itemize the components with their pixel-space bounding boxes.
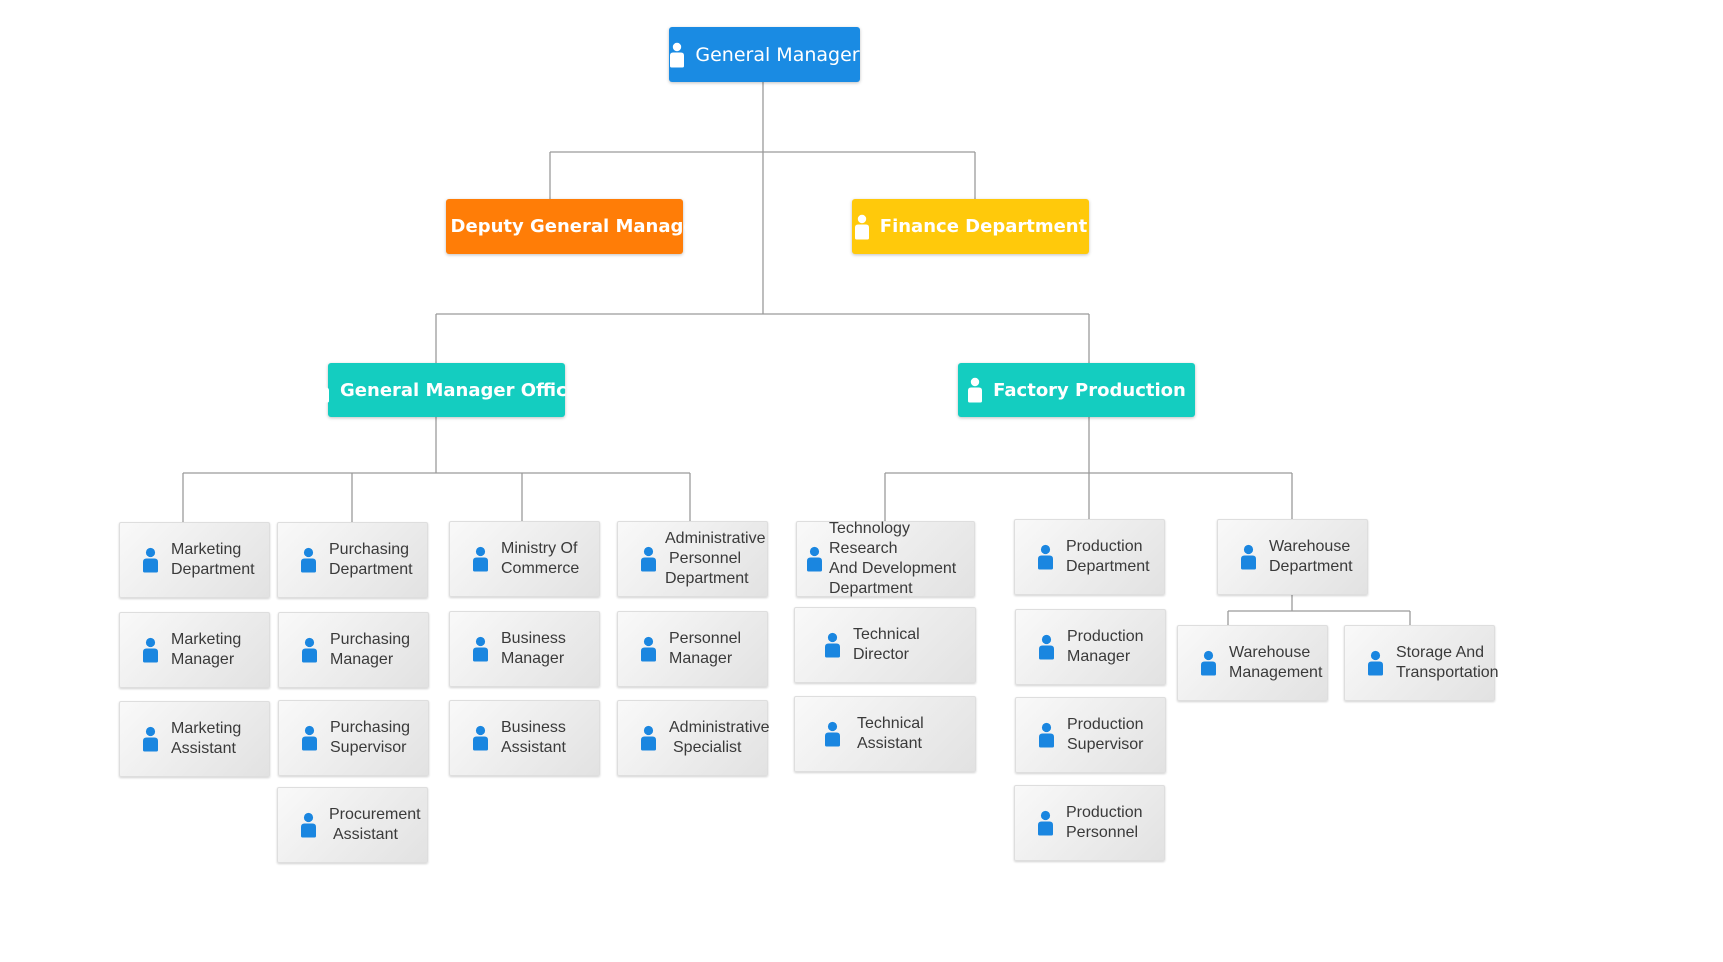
person-icon xyxy=(315,377,330,403)
general-manager-box[interactable]: General Manager xyxy=(669,27,860,82)
person-icon xyxy=(473,546,488,572)
general-manager-office-label: General Manager Office xyxy=(340,379,579,401)
factory-production-label: Factory Production xyxy=(993,379,1186,401)
factory-production-box[interactable]: Factory Production xyxy=(958,363,1195,417)
deputy-general-manager-label: Deputy General Manager xyxy=(450,216,705,237)
person-icon xyxy=(968,377,983,403)
person-icon xyxy=(1039,722,1054,748)
person-icon xyxy=(301,547,316,573)
person-icon xyxy=(1038,544,1053,570)
person-icon xyxy=(425,214,440,239)
person-icon xyxy=(854,214,869,239)
person-icon xyxy=(302,637,317,663)
person-icon xyxy=(143,726,158,752)
person-icon xyxy=(301,812,316,838)
person-icon xyxy=(1201,650,1216,676)
person-icon xyxy=(670,42,685,67)
person-icon xyxy=(641,725,656,751)
person-icon xyxy=(825,632,840,658)
general-manager-office-box[interactable]: General Manager Office xyxy=(315,363,579,417)
person-icon xyxy=(473,636,488,662)
person-icon xyxy=(473,725,488,751)
person-icon xyxy=(302,725,317,751)
person-icon xyxy=(1241,544,1256,570)
person-icon xyxy=(143,547,158,573)
person-icon xyxy=(807,546,822,572)
person-icon xyxy=(825,721,840,747)
finance-department-label: Finance Department xyxy=(879,216,1088,237)
person-icon xyxy=(1368,650,1383,676)
person-icon xyxy=(1039,634,1054,660)
person-icon xyxy=(641,546,656,572)
deputy-general-manager-box[interactable]: Deputy General Manager xyxy=(425,199,704,254)
person-icon xyxy=(1038,810,1053,836)
person-icon xyxy=(143,637,158,663)
person-icon xyxy=(641,636,656,662)
general-manager-label: General Manager xyxy=(695,43,860,66)
finance-department-box[interactable]: Finance Department xyxy=(852,199,1089,254)
